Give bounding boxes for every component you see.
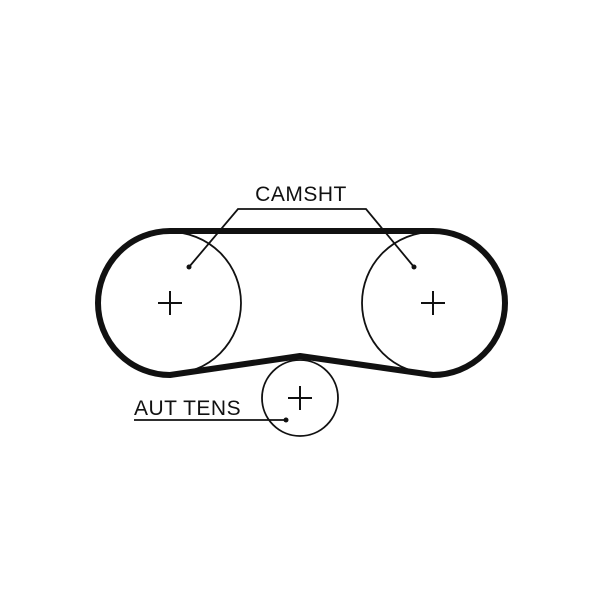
camshaft-label: CAMSHT bbox=[255, 183, 347, 206]
tensioner-center-mark bbox=[288, 386, 312, 410]
tensioner-leader-dot bbox=[283, 417, 289, 423]
tensioner-label: AUT TENS bbox=[134, 397, 241, 420]
timing-belt bbox=[95, 228, 508, 378]
right-pulley-center-mark bbox=[421, 291, 445, 315]
left-pulley-center-mark bbox=[158, 291, 182, 315]
camshaft-leader-lines bbox=[188, 208, 415, 268]
right-camshaft-leader-dot bbox=[411, 264, 417, 270]
left-camshaft-leader-dot bbox=[186, 264, 192, 270]
tensioner-pulley bbox=[261, 359, 339, 437]
